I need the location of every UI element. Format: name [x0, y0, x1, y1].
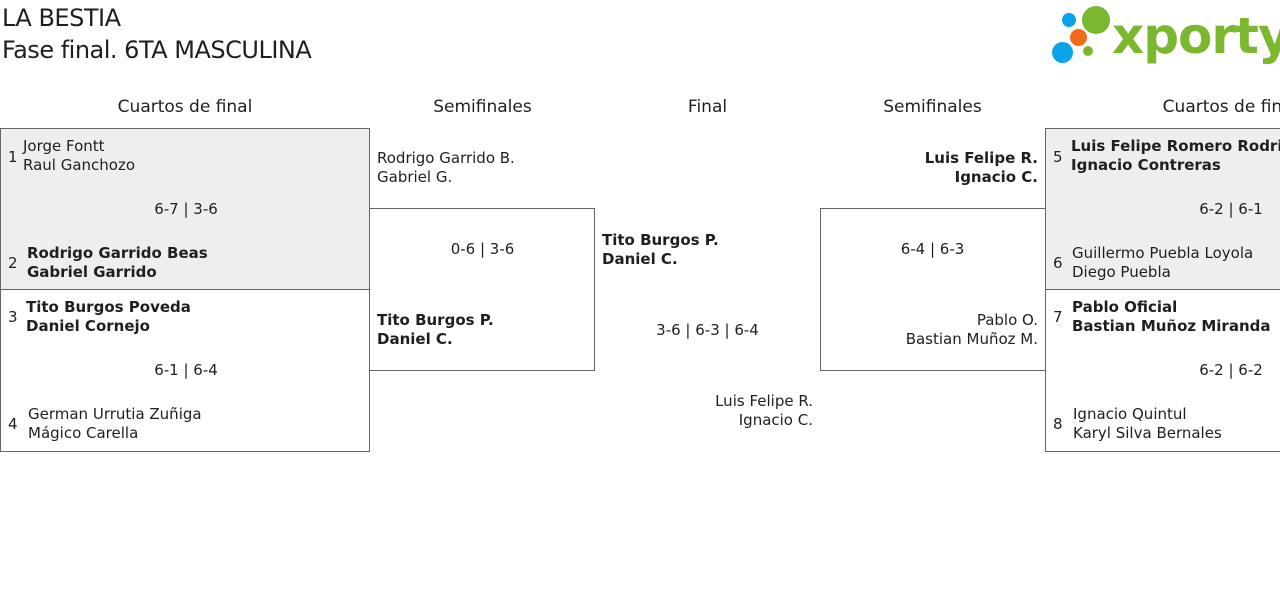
match-score: 6-7 | 3-6	[154, 200, 218, 218]
match-score: 6-2 | 6-2	[1199, 361, 1263, 379]
winner-name: Daniel Cornejo	[26, 317, 150, 335]
bracket-line	[594, 208, 595, 371]
round-heading-right-qf: Cuartos de final	[1162, 97, 1280, 117]
seed-number: 1	[8, 148, 18, 166]
winner-name: Ignacio Contreras	[1071, 156, 1221, 174]
winner-name: Ignacio C.	[954, 168, 1038, 186]
player-name: Luis Felipe R.	[715, 392, 813, 410]
seed-number: 8	[1053, 415, 1063, 433]
player-name: Ignacio Quintul	[1073, 405, 1187, 423]
match-score: 3-6 | 6-3 | 6-4	[656, 321, 759, 339]
logo-dot-blue-icon	[1062, 13, 1076, 27]
bracket-line	[820, 208, 821, 371]
winner-name: Tito Burgos P.	[602, 231, 719, 249]
logo-dot-green-icon	[1082, 6, 1110, 34]
player-name: Pablo O.	[976, 311, 1038, 329]
player-name: Raul Ganchozo	[23, 156, 136, 174]
player-name: Guillermo Puebla Loyola	[1072, 244, 1254, 262]
bracket-line	[370, 370, 595, 371]
winner-name: Daniel C.	[602, 250, 678, 268]
seed-number: 6	[1053, 254, 1063, 272]
match-left-qf-1[interactable]: 1 Jorge Fontt Raul Ganchozo 6-7 | 3-6 2 …	[0, 128, 370, 290]
winner-name: Tito Burgos Poveda	[26, 298, 191, 316]
player-name: Ignacio C.	[738, 411, 813, 429]
round-heading-right-sf: Semifinales	[883, 97, 982, 117]
player-name: Gabriel G.	[377, 168, 453, 186]
winner-name: Gabriel Garrido	[27, 263, 157, 281]
round-heading-left-sf: Semifinales	[433, 97, 532, 117]
match-left-qf-2[interactable]: 3 Tito Burgos Poveda Daniel Cornejo 6-1 …	[0, 289, 370, 452]
logo-dot-green2-icon	[1083, 46, 1093, 56]
match-score: 6-2 | 6-1	[1199, 200, 1263, 218]
bracket-line	[820, 208, 1045, 209]
winner-name: Pablo Oficial	[1072, 298, 1178, 316]
round-heading-left-qf: Cuartos de final	[117, 97, 253, 117]
match-score: 6-1 | 6-4	[154, 361, 218, 379]
player-name: Diego Puebla	[1072, 263, 1171, 281]
seed-number: 2	[8, 254, 18, 272]
player-name: Rodrigo Garrido B.	[377, 149, 515, 167]
logo-dot-blue2-icon	[1052, 42, 1073, 63]
match-score: 0-6 | 3-6	[450, 240, 515, 258]
bracket-line	[820, 370, 1045, 371]
page-subtitle: Fase final. 6TA MASCULINA	[2, 36, 312, 64]
round-heading-final: Final	[687, 97, 728, 117]
match-final[interactable]: Tito Burgos P. Daniel C. 3-6 | 6-3 | 6-4…	[595, 220, 820, 435]
player-name: German Urrutia Zuñiga	[28, 405, 202, 423]
winner-name: Rodrigo Garrido Beas	[27, 244, 208, 262]
xporty-logo[interactable]: xporty	[1050, 4, 1280, 68]
logo-text: xporty	[1112, 7, 1280, 65]
player-name: Bastian Muñoz M.	[905, 330, 1038, 348]
match-right-qf-2[interactable]: 7 Pablo Oficial Bastian Muñoz Miranda 6-…	[1045, 289, 1280, 452]
winner-name: Tito Burgos P.	[377, 311, 494, 329]
tournament-title: LA BESTIA	[2, 4, 121, 32]
seed-number: 7	[1053, 308, 1063, 326]
winner-name: Luis Felipe Romero Rodrigu	[1071, 137, 1280, 155]
seed-number: 4	[8, 415, 18, 433]
player-name: Mágico Carella	[28, 424, 139, 442]
player-name: Jorge Fontt	[23, 137, 105, 155]
player-name: Karyl Silva Bernales	[1073, 424, 1222, 442]
match-right-sf[interactable]: Luis Felipe R. Ignacio C. 6-4 | 6-3 Pabl…	[820, 128, 1045, 371]
seed-number: 3	[8, 308, 18, 326]
winner-name: Bastian Muñoz Miranda	[1072, 317, 1271, 335]
winner-name: Daniel C.	[377, 330, 453, 348]
winner-name: Luis Felipe R.	[924, 149, 1038, 167]
match-left-sf[interactable]: Rodrigo Garrido B. Gabriel G. 0-6 | 3-6 …	[370, 128, 595, 371]
bracket-line	[370, 208, 595, 209]
match-right-qf-1[interactable]: 5 Luis Felipe Romero Rodrigu Ignacio Con…	[1045, 128, 1280, 290]
match-score: 6-4 | 6-3	[900, 240, 965, 258]
logo-dot-orange-icon	[1070, 29, 1087, 46]
seed-number: 5	[1053, 148, 1063, 166]
